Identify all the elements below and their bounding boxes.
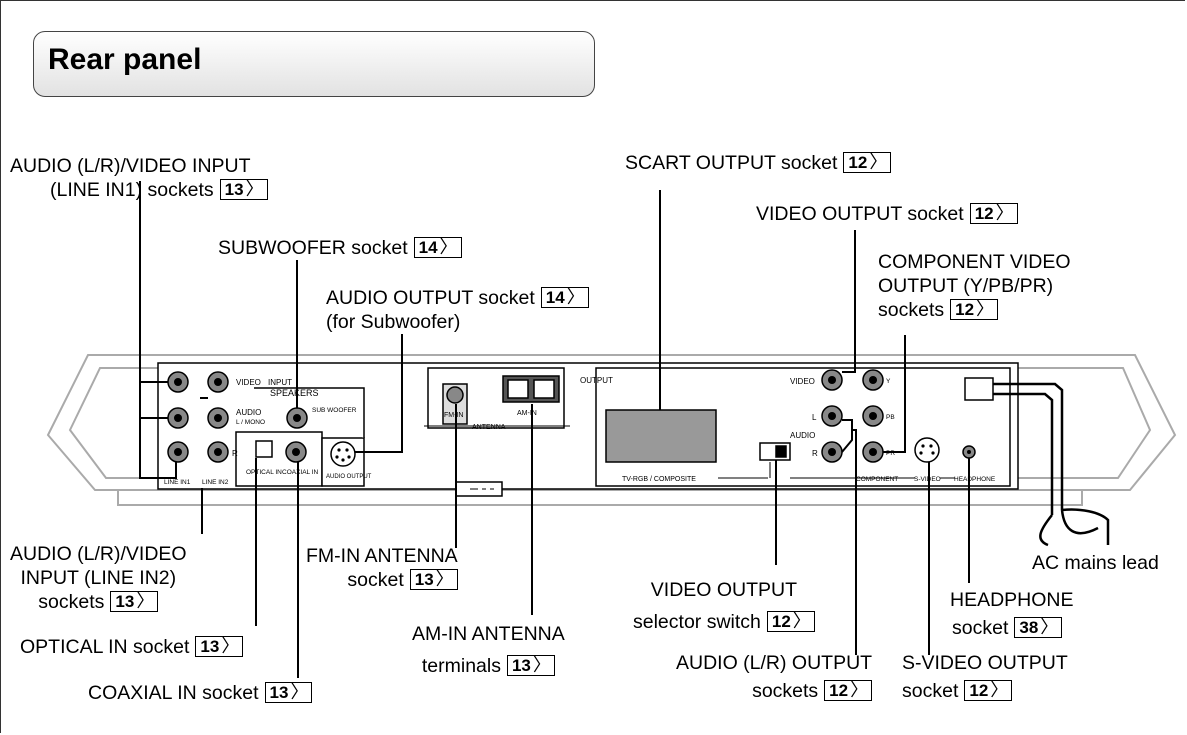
scart-socket bbox=[605, 409, 717, 463]
leader-line-in1 bbox=[139, 181, 177, 479]
leader-line-in2 bbox=[200, 397, 208, 534]
small-connector bbox=[455, 481, 503, 497]
leader-audio-output bbox=[355, 334, 403, 453]
page-ref-badge: 13 bbox=[409, 569, 458, 590]
pl-l-mono: L / MONO bbox=[236, 419, 265, 426]
chassis-outline bbox=[46, 354, 1177, 491]
pl-speakers: SPEAKERS bbox=[270, 388, 319, 398]
page-ref-badge: 13 bbox=[219, 179, 268, 200]
page-ref-badge: 14 bbox=[413, 237, 462, 258]
page-ref-badge: 38 bbox=[1014, 617, 1063, 638]
page-ref-badge: 13 bbox=[264, 682, 313, 703]
pl-fm-in: FM-IN bbox=[444, 412, 463, 419]
pl-tv-rgb: TV-RGB / COMPOSITE bbox=[622, 476, 696, 483]
page-ref-badge: 12 bbox=[824, 680, 873, 701]
pl-audio: AUDIO bbox=[236, 408, 261, 417]
page-ref-badge: 12 bbox=[766, 611, 815, 632]
ac-inlet bbox=[964, 377, 994, 401]
pl-l: L bbox=[812, 413, 817, 422]
pl-y: Y bbox=[886, 378, 891, 385]
pl-video-out: VIDEO bbox=[790, 377, 815, 386]
pl-pb: PB bbox=[886, 414, 895, 421]
pl-s-video: S-VIDEO bbox=[914, 476, 941, 483]
leader-video-out bbox=[842, 230, 856, 373]
pl-pr: PR bbox=[886, 450, 895, 457]
pl-sub-woofer: SUB WOOFER bbox=[312, 407, 357, 414]
pl-am-in: AM-IN bbox=[517, 410, 537, 417]
optical-socket bbox=[255, 440, 273, 458]
pl-coaxial-in: COAXIAL IN bbox=[282, 469, 319, 476]
title-box bbox=[33, 31, 595, 97]
page-ref-badge: 12 bbox=[950, 299, 999, 320]
page-title: Rear panel bbox=[48, 43, 202, 76]
callout-component-video: COMPONENT VIDEO OUTPUT (Y/PB/PR) sockets… bbox=[878, 250, 1071, 322]
page-ref-badge: 12 bbox=[969, 203, 1018, 224]
leader-audio-lr bbox=[841, 419, 857, 655]
pl-line-in1: LINE IN1 bbox=[164, 479, 191, 486]
pl-output: OUTPUT bbox=[580, 376, 613, 385]
page-ref-badge: 12 bbox=[843, 152, 892, 173]
callout-line-in1: AUDIO (L/R)/VIDEO INPUT (LINE IN1) socke… bbox=[10, 154, 268, 202]
pl-antenna: ANTENNA bbox=[472, 424, 506, 431]
pl-video: VIDEO bbox=[236, 378, 261, 387]
pl-headphone: HEADPHONE bbox=[954, 476, 996, 483]
ac-mains-lead bbox=[993, 382, 1110, 547]
pl-audio-output: AUDIO OUTPUT bbox=[326, 474, 372, 480]
callout-line-in2: AUDIO (L/R)/VIDEO INPUT (LINE IN2) socke… bbox=[10, 542, 187, 614]
callout-ac-mains: AC mains lead bbox=[1032, 552, 1159, 574]
pl-line-in2: LINE IN2 bbox=[202, 479, 229, 486]
page-ref-badge: 12 bbox=[964, 680, 1013, 701]
page-ref-badge: 13 bbox=[195, 636, 244, 657]
page-ref-badge: 14 bbox=[540, 287, 589, 308]
pl-component: COMPONENT bbox=[856, 476, 898, 483]
svideo-socket bbox=[914, 437, 940, 463]
pl-audio-out: AUDIO bbox=[790, 431, 815, 440]
audio-output-din bbox=[330, 441, 356, 467]
page-ref-badge: 13 bbox=[110, 591, 159, 612]
pl-r: R bbox=[232, 449, 238, 458]
page-ref-badge: 13 bbox=[506, 655, 555, 676]
pl-input: INPUT bbox=[268, 378, 292, 387]
fm-socket bbox=[446, 386, 464, 404]
leader-component bbox=[883, 335, 906, 453]
pl-optical-in: OPTICAL IN bbox=[246, 469, 282, 476]
pl-r-out: R bbox=[812, 449, 818, 458]
